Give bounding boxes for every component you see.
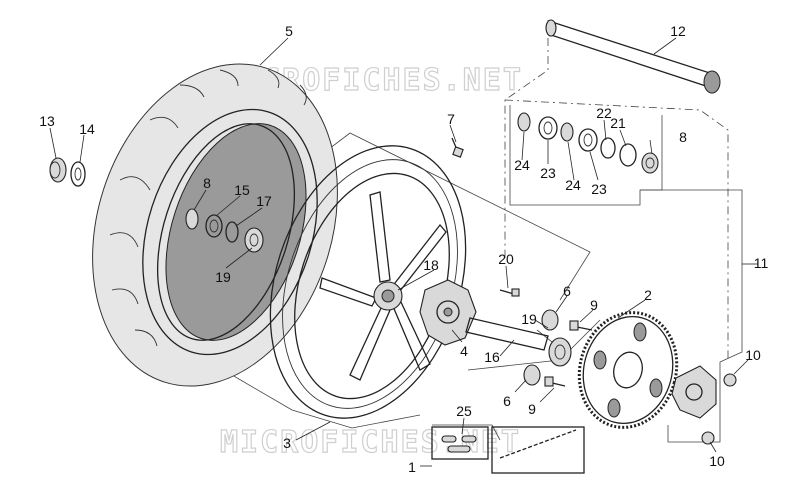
tyre — [92, 63, 338, 387]
hub-flange — [419, 279, 477, 346]
rear-sprocket — [577, 311, 679, 429]
callout-labels: 1 2 3 4 5 6 6 7 8 8 9 9 10 10 11 12 13 1… — [39, 23, 768, 475]
callout-15: 15 — [234, 182, 250, 198]
callout-6a: 6 — [563, 283, 571, 299]
callout-22: 22 — [596, 105, 612, 121]
callout-18: 18 — [423, 257, 439, 273]
callout-24b: 24 — [565, 177, 581, 193]
callout-20: 20 — [498, 251, 514, 267]
callout-12: 12 — [670, 23, 686, 39]
callout-9a: 9 — [590, 297, 598, 313]
callout-10b: 10 — [709, 453, 725, 469]
callout-8a: 8 — [203, 175, 211, 191]
callout-19b: 19 — [521, 311, 537, 327]
wheel-axle — [545, 19, 721, 94]
callout-17: 17 — [256, 193, 272, 209]
drive-chain — [431, 426, 585, 474]
callout-24a: 24 — [514, 157, 530, 173]
callout-4: 4 — [460, 343, 468, 359]
callout-1: 1 — [408, 459, 416, 475]
sprocket-carrier — [671, 365, 717, 419]
callout-21: 21 — [610, 115, 626, 131]
callout-25: 25 — [456, 403, 472, 419]
axle-nut-and-washer — [49, 157, 86, 187]
callout-5: 5 — [285, 23, 293, 39]
carrier-nuts — [701, 373, 737, 445]
callout-9b: 9 — [528, 401, 536, 417]
spacer-tube — [465, 317, 549, 351]
callout-11: 11 — [754, 255, 769, 271]
callout-10a: 10 — [745, 347, 761, 363]
small-bolts — [451, 137, 520, 297]
callout-19a: 19 — [215, 269, 231, 285]
callout-23a: 23 — [540, 165, 556, 181]
callout-3: 3 — [283, 435, 291, 451]
callout-23b: 23 — [591, 181, 607, 197]
left-bearing-set — [185, 208, 264, 253]
callout-7: 7 — [447, 111, 455, 127]
callout-6b: 6 — [503, 393, 511, 409]
right-bearing-set — [517, 112, 659, 174]
sprocket-spacers-and-bolts — [523, 309, 593, 387]
callout-13: 13 — [39, 113, 55, 129]
callout-8b: 8 — [679, 129, 687, 145]
leader-lines — [49, 37, 758, 467]
callout-14: 14 — [79, 121, 95, 137]
callout-16: 16 — [484, 349, 500, 365]
watermark-bottom: MICROFICHES.NET — [220, 425, 521, 460]
callout-2: 2 — [644, 287, 652, 303]
